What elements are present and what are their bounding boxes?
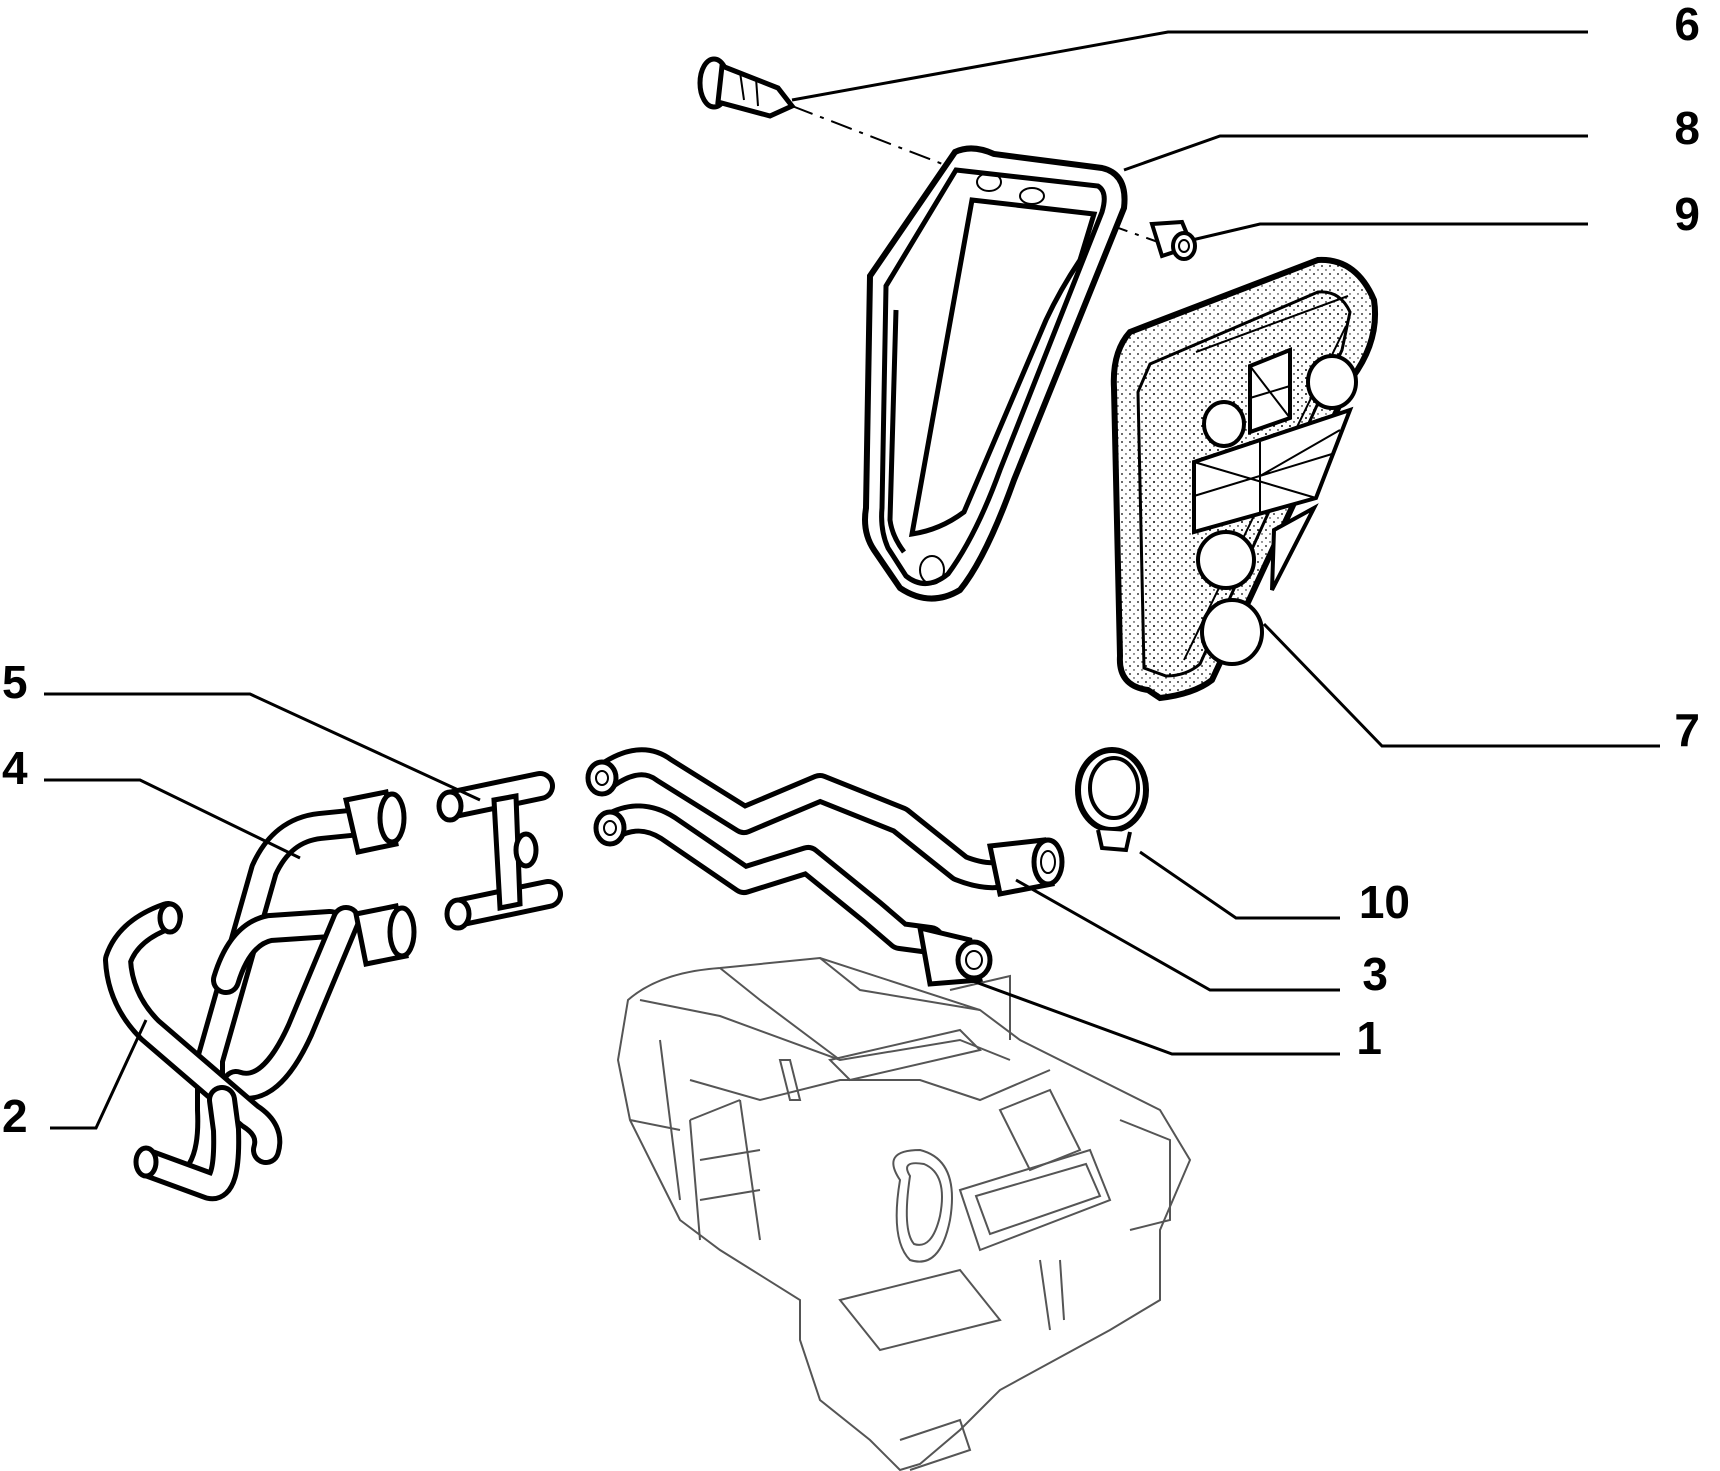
callout-3: 3 — [1362, 948, 1388, 1000]
vent-panel-part-7 — [1110, 256, 1379, 702]
callout-8: 8 — [1674, 102, 1700, 154]
callout-2: 2 — [2, 1090, 28, 1142]
upper-hose-part-3 — [585, 747, 1065, 897]
connector-part-5 — [436, 771, 563, 931]
heater-housing-unit — [616, 956, 1192, 1471]
leader-lines — [44, 30, 1660, 1130]
short-hose-part-4 — [185, 789, 417, 1185]
callout-7: 7 — [1674, 704, 1700, 756]
callout-6: 6 — [1674, 0, 1700, 50]
lower-hose-part-2 — [103, 901, 283, 1202]
plug-part-9 — [1149, 219, 1197, 261]
callout-5: 5 — [2, 656, 28, 708]
lower-hose-part-1 — [593, 803, 993, 987]
clamp-ring-part-10 — [1075, 747, 1149, 853]
gasket-frame-part-8 — [862, 145, 1128, 602]
callout-4: 4 — [2, 742, 28, 794]
screw-part-6 — [697, 56, 796, 119]
callout-10: 10 — [1359, 876, 1410, 928]
callout-1: 1 — [1356, 1012, 1382, 1064]
callout-9: 9 — [1674, 188, 1700, 240]
